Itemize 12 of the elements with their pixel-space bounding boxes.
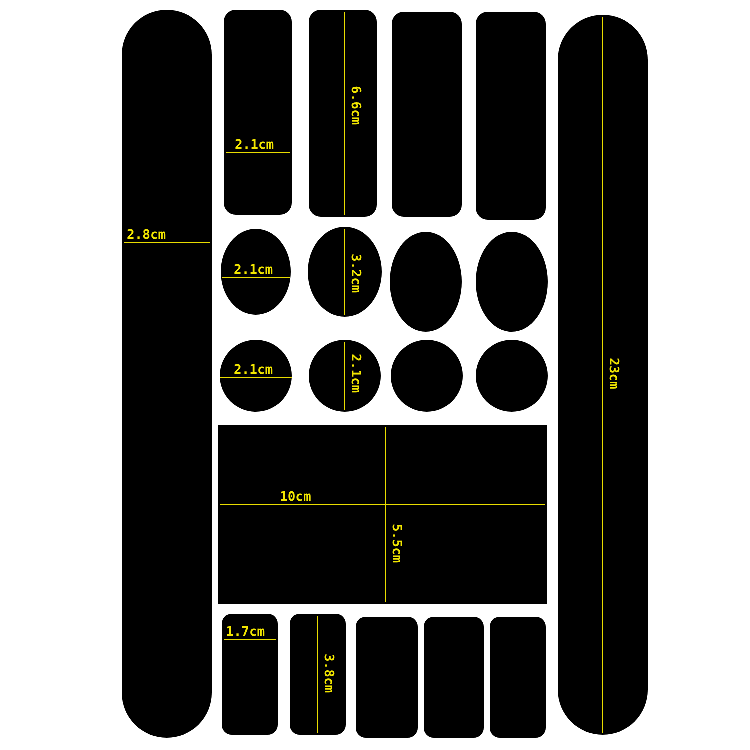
dimension-label: 6.6cm bbox=[349, 86, 362, 126]
dimension-label: 2.1cm bbox=[234, 364, 274, 377]
dimension-label: 2.8cm bbox=[127, 229, 166, 242]
dimension-label: 2.1cm bbox=[234, 264, 274, 277]
dimension-label: 10cm bbox=[280, 491, 312, 504]
dimension-label: 2.1cm bbox=[349, 354, 362, 394]
dimension-label: 23cm bbox=[607, 358, 620, 390]
dimension-label: 2.1cm bbox=[235, 139, 274, 152]
dimension-label: 3.8cm bbox=[322, 654, 335, 694]
dimension-label: 3.2cm bbox=[349, 254, 362, 294]
dimension-label: 5.5cm bbox=[390, 524, 403, 564]
dimension-label: 1.7cm bbox=[226, 626, 266, 639]
